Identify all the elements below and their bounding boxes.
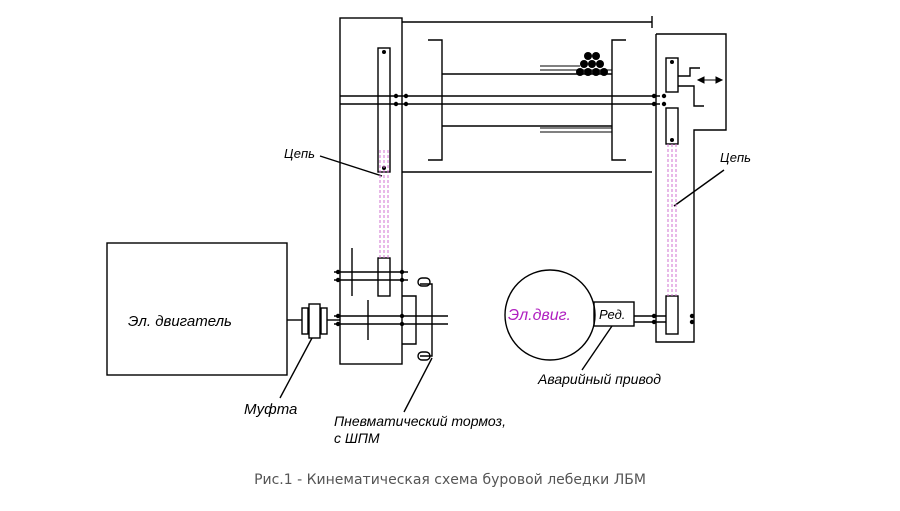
chain-left-label: Цепь bbox=[284, 146, 315, 161]
chain-left bbox=[379, 150, 389, 258]
emergency-motor-label: Эл.двиг. bbox=[508, 307, 571, 324]
brake-leader bbox=[403, 357, 433, 413]
left-lower-sprocket bbox=[377, 257, 391, 297]
motor-label: Эл. двигатель bbox=[128, 313, 232, 330]
chain-right-label: Цепь bbox=[720, 150, 751, 165]
brake-label-line2: с ШПМ bbox=[334, 430, 380, 446]
clutch-arrow bbox=[696, 76, 724, 84]
motor-box bbox=[106, 242, 288, 376]
right-lower-sprocket bbox=[665, 295, 679, 335]
right-housing bbox=[655, 33, 727, 343]
emergency-motor-circle bbox=[504, 269, 596, 361]
reducer-box bbox=[593, 301, 635, 327]
pneumatic-brake bbox=[402, 277, 433, 361]
chain-right bbox=[667, 144, 677, 296]
chain-left-leader bbox=[319, 155, 383, 177]
drum-rope bbox=[540, 65, 612, 133]
right-upper-sprocket bbox=[665, 57, 679, 93]
left-housing bbox=[339, 17, 403, 365]
figure-caption: Рис.1 - Кинематическая схема буровой леб… bbox=[254, 472, 646, 488]
brake-label-line1: Пневматический тормоз, bbox=[334, 413, 506, 429]
coupling-label: Муфта bbox=[244, 401, 297, 418]
left-upper-sprocket bbox=[377, 47, 391, 173]
reducer-label: Ред. bbox=[599, 307, 625, 322]
chain-right-leader bbox=[673, 169, 725, 207]
coupling-leader bbox=[279, 337, 313, 399]
coupling bbox=[287, 303, 340, 339]
emergency-leader bbox=[581, 325, 613, 371]
emergency-drive-label: Аварийный привод bbox=[537, 371, 661, 387]
drum bbox=[428, 39, 626, 161]
